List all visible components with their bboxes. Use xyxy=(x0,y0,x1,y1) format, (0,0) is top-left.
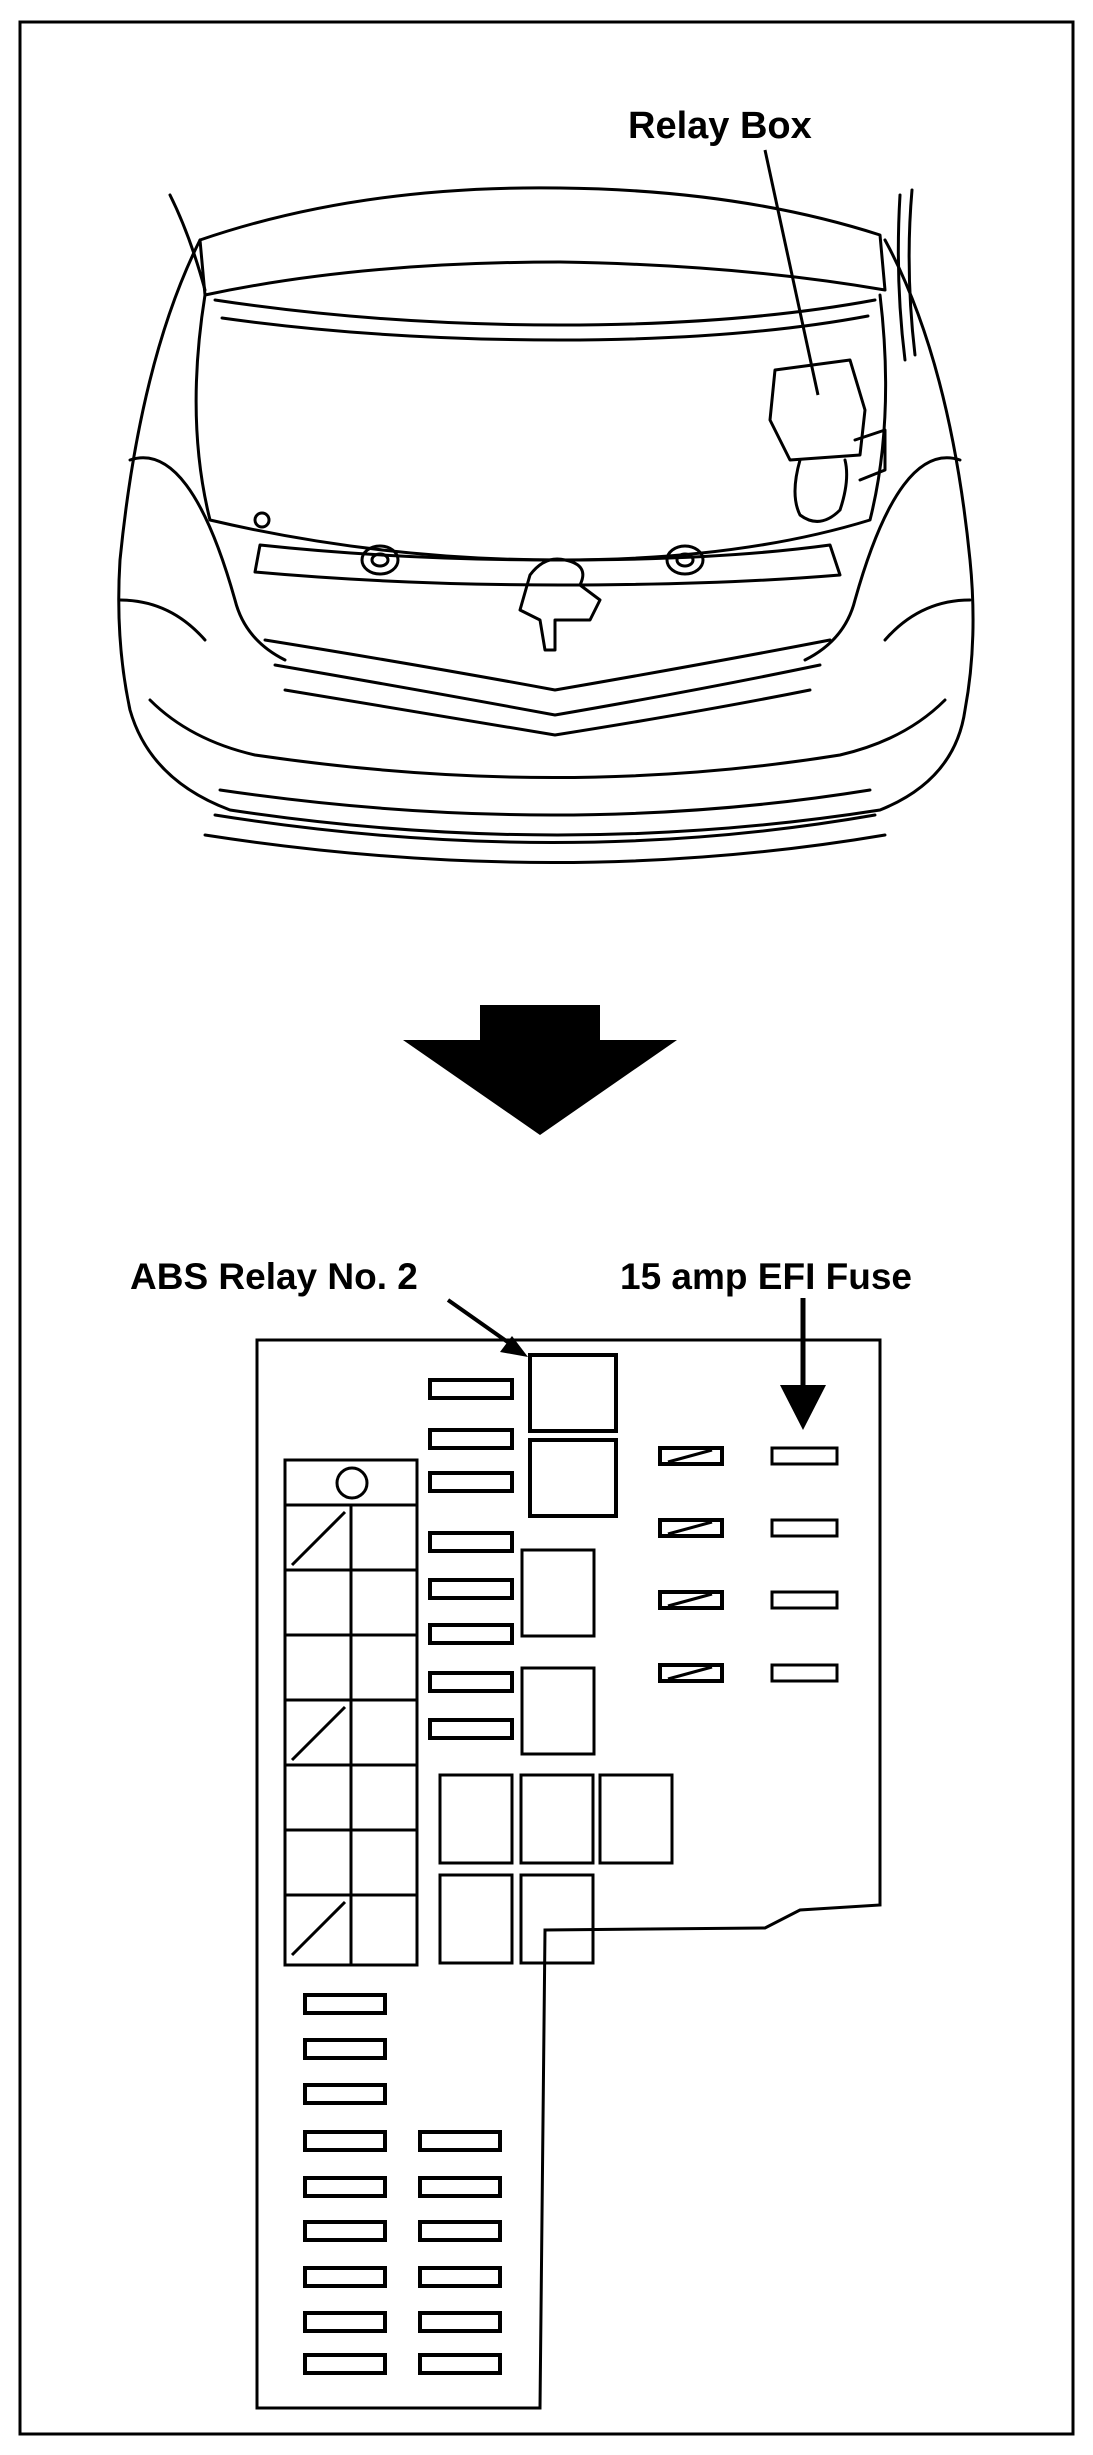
body-outline xyxy=(117,238,975,837)
radiator-support xyxy=(253,543,842,587)
down-arrow-icon xyxy=(403,1005,677,1135)
car-front-illustration xyxy=(117,186,975,864)
fuse-column-center xyxy=(428,1378,514,1740)
bumper-upper xyxy=(148,698,947,779)
left-fender-line-2 xyxy=(118,598,207,642)
grille-top xyxy=(263,638,832,692)
mount-right-inner xyxy=(675,552,695,568)
hood-strut-right-2 xyxy=(907,188,917,357)
hood-strut-left xyxy=(168,193,207,292)
relay-grid-marker xyxy=(335,1466,369,1500)
relay-box-label: Relay Box xyxy=(628,105,812,147)
fuse-column-lower-right xyxy=(418,2130,502,2375)
grille-bottom xyxy=(273,663,822,717)
page-border xyxy=(18,20,1075,2436)
hood-latch xyxy=(518,557,602,652)
bumper-lip xyxy=(213,813,877,844)
mount-left xyxy=(360,544,400,576)
left-fender-line xyxy=(128,456,287,662)
grille-mid xyxy=(283,688,812,737)
hood-strut-right xyxy=(896,193,907,362)
bumper-base xyxy=(203,833,887,864)
relay-box-bracket xyxy=(853,428,887,482)
efi-fuse-pointer xyxy=(780,1298,826,1430)
bolt-left xyxy=(253,511,271,529)
fuse-box-outline xyxy=(255,1338,882,2410)
hood-inner-edge-2 xyxy=(220,314,870,342)
right-fender-line xyxy=(803,456,962,662)
relay-block xyxy=(438,1773,674,1965)
efi-fuse xyxy=(770,1446,839,1466)
abs-relay-pointer xyxy=(446,1298,528,1357)
bumper-lower xyxy=(218,788,872,817)
mount-left-inner xyxy=(370,552,390,568)
hood-panel xyxy=(198,186,887,297)
relay-box-on-car xyxy=(768,358,867,462)
relay-medium xyxy=(520,1548,596,1756)
abs-relay-no-2 xyxy=(528,1353,618,1518)
fuse-column-lower-left xyxy=(303,1993,387,2375)
engine-bay-outline xyxy=(194,293,888,562)
fuse-column-right-1 xyxy=(658,1446,724,1683)
fuse-column-right-2 xyxy=(770,1446,839,1683)
relay-box-leader xyxy=(763,149,820,396)
efi-fuse-label: 15 amp EFI Fuse xyxy=(620,1256,912,1297)
relay-grid xyxy=(283,1458,419,1967)
right-fender-line-2 xyxy=(883,598,972,642)
relay-box-wiring xyxy=(793,458,849,523)
abs-relay-label: ABS Relay No. 2 xyxy=(130,1256,418,1297)
mount-right xyxy=(665,544,705,576)
hood-inner-edge xyxy=(213,298,877,327)
